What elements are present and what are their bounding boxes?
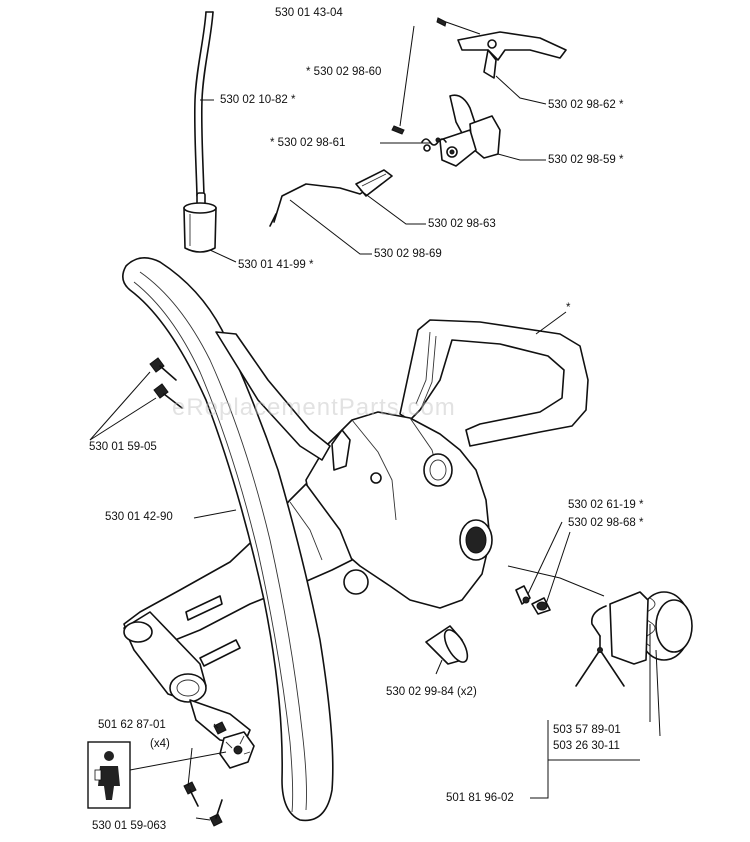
operator-manual-icon bbox=[87, 741, 131, 809]
part-label: 503 26 30-11 bbox=[553, 740, 620, 752]
part-label: * bbox=[566, 302, 571, 314]
watermark: eReplacementParts.com bbox=[172, 394, 456, 421]
part-label: * 530 02 98-60 bbox=[306, 66, 382, 78]
part-label: 530 02 98-59 * bbox=[548, 154, 624, 166]
part-label: 530 01 59-063 bbox=[92, 820, 167, 832]
part-label: 530 02 98-68 * bbox=[568, 517, 644, 529]
anti-vibration-element bbox=[183, 721, 255, 827]
part-label: 530 01 42-90 bbox=[105, 511, 173, 523]
part-label: 530 01 41-99 * bbox=[238, 259, 314, 271]
trigger-spring bbox=[391, 125, 447, 152]
part-label: 530 02 98-69 bbox=[374, 248, 442, 260]
part-label: (x4) bbox=[150, 738, 170, 750]
part-label: * 530 02 98-61 bbox=[270, 137, 346, 149]
vibration-damper bbox=[575, 591, 693, 687]
bolts bbox=[149, 357, 183, 409]
part-label: 501 81 96-02 bbox=[446, 792, 514, 804]
part-label: 530 01 59-05 bbox=[89, 441, 157, 453]
throttle-rod bbox=[269, 169, 393, 227]
throttle-lockout bbox=[436, 17, 567, 79]
leader-lines bbox=[89, 25, 661, 821]
spike-bumper bbox=[425, 625, 469, 665]
part-label: 530 02 10-82 * bbox=[220, 94, 296, 106]
part-label: 530 02 61-19 * bbox=[568, 499, 644, 511]
part-label: 530 02 98-62 * bbox=[548, 99, 624, 111]
screw-and-nut bbox=[515, 585, 551, 615]
part-label: 530 01 43-04 bbox=[275, 7, 343, 19]
part-label: 530 02 99-84 (x2) bbox=[386, 686, 477, 698]
fuel-filter bbox=[183, 192, 217, 253]
front-handle-bar bbox=[122, 257, 334, 822]
throttle-trigger bbox=[439, 94, 501, 167]
fuel-hose bbox=[193, 11, 214, 197]
rear-handle-housing bbox=[123, 319, 589, 745]
part-label: 501 62 87-01 bbox=[98, 719, 166, 731]
part-label: 503 57 89-01 bbox=[553, 724, 621, 736]
part-label: 530 02 98-63 bbox=[428, 218, 496, 230]
